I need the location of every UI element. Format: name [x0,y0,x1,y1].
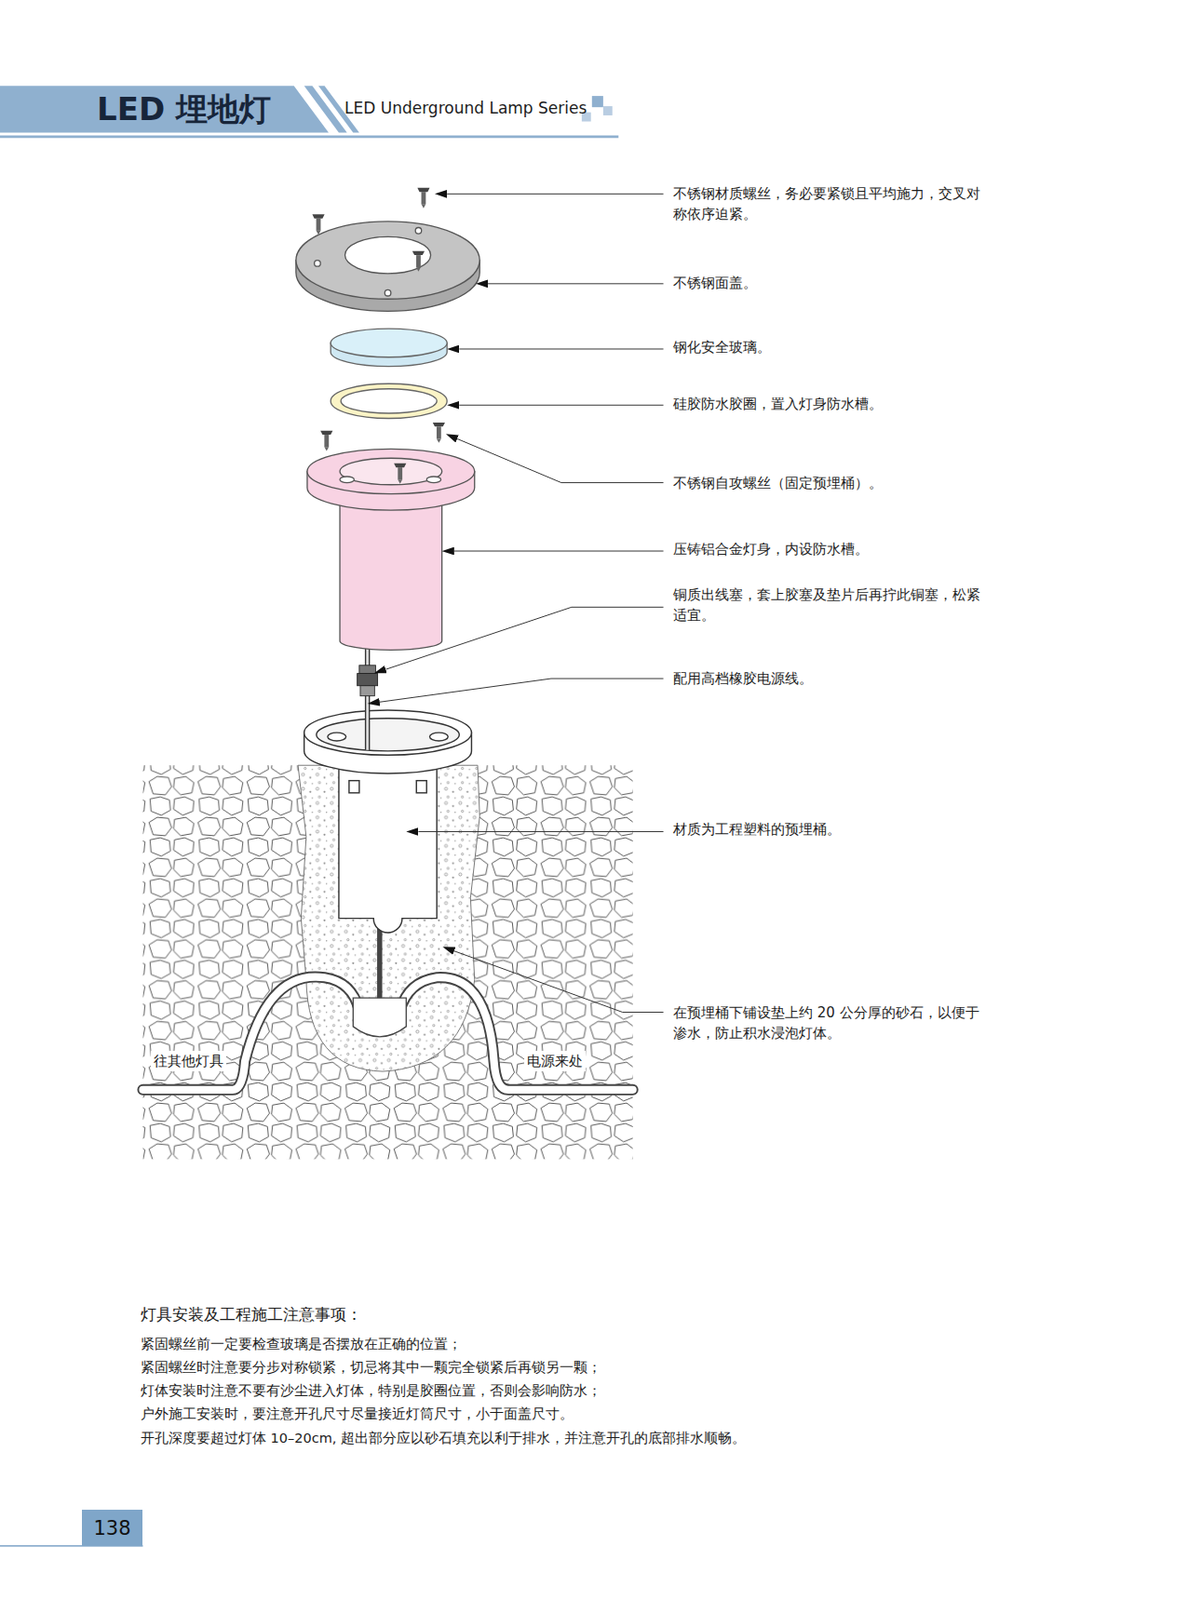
face-cover [296,221,480,311]
callout-text: 在预埋桶下铺设垫上约 20 公分厚的砂石，以便于渗水，防止积水浸泡灯体。 [673,1002,990,1044]
series-subtitle: LED Underground Lamp Series [344,97,587,119]
tempered-glass [330,328,447,367]
callout-text: 钢化安全玻璃。 [673,337,990,358]
lamp-body [307,448,475,650]
callout-text: 材质为工程塑料的预埋桶。 [673,819,990,840]
page-title: LED 埋地灯 [96,89,271,129]
callout-text: 不锈钢面盖。 [673,272,990,294]
leader-lines [379,193,664,1013]
callout-text: 不锈钢材质螺丝，务必要紧锁且平均施力，交叉对称依序迫紧。 [673,183,990,225]
ground-label: 往其他灯具 [150,1051,227,1072]
callout-text: 配用高档橡胶电源线。 [673,668,990,689]
note-text: 开孔深度要超过灯体 10–20cm, 超出部分应以砂石填充以利于排水，并注意开孔… [140,1428,746,1449]
note-heading: 灯具安装及工程施工注意事项： [140,1305,363,1326]
buried-sleeve [304,710,473,933]
ground-label: 电源来处 [524,1051,586,1072]
silicone-gasket [330,383,447,419]
note-text: 灯体安装时注意不要有沙尘进入灯体，特别是胶圈位置，否则会影响防水； [140,1380,602,1402]
callout-text: 铜质出线塞，套上胶塞及垫片后再拧此铜塞，松紧适宜。 [673,584,990,626]
header-band [0,85,619,137]
note-text: 紧固螺丝时注意要分步对称锁紧，切忌将其中一颗完全锁紧后再锁另一颗； [140,1357,602,1378]
page-number-box: 138 [81,1510,143,1547]
note-text: 紧固螺丝前一定要检查玻璃是否摆放在正确的位置； [140,1334,462,1355]
page-number: 138 [93,1517,131,1540]
note-text: 户外施工安装时，要注意开孔尺寸尽量接近灯筒尺寸，小于面盖尺寸。 [140,1404,574,1425]
power-cable [357,640,378,750]
callout-text: 不锈钢自攻螺丝（固定预埋桶）。 [673,472,990,494]
callout-text: 硅胶防水胶圈，置入灯身防水槽。 [673,393,990,415]
callout-text: 压铸铝合金灯身，内设防水槽。 [673,539,990,560]
